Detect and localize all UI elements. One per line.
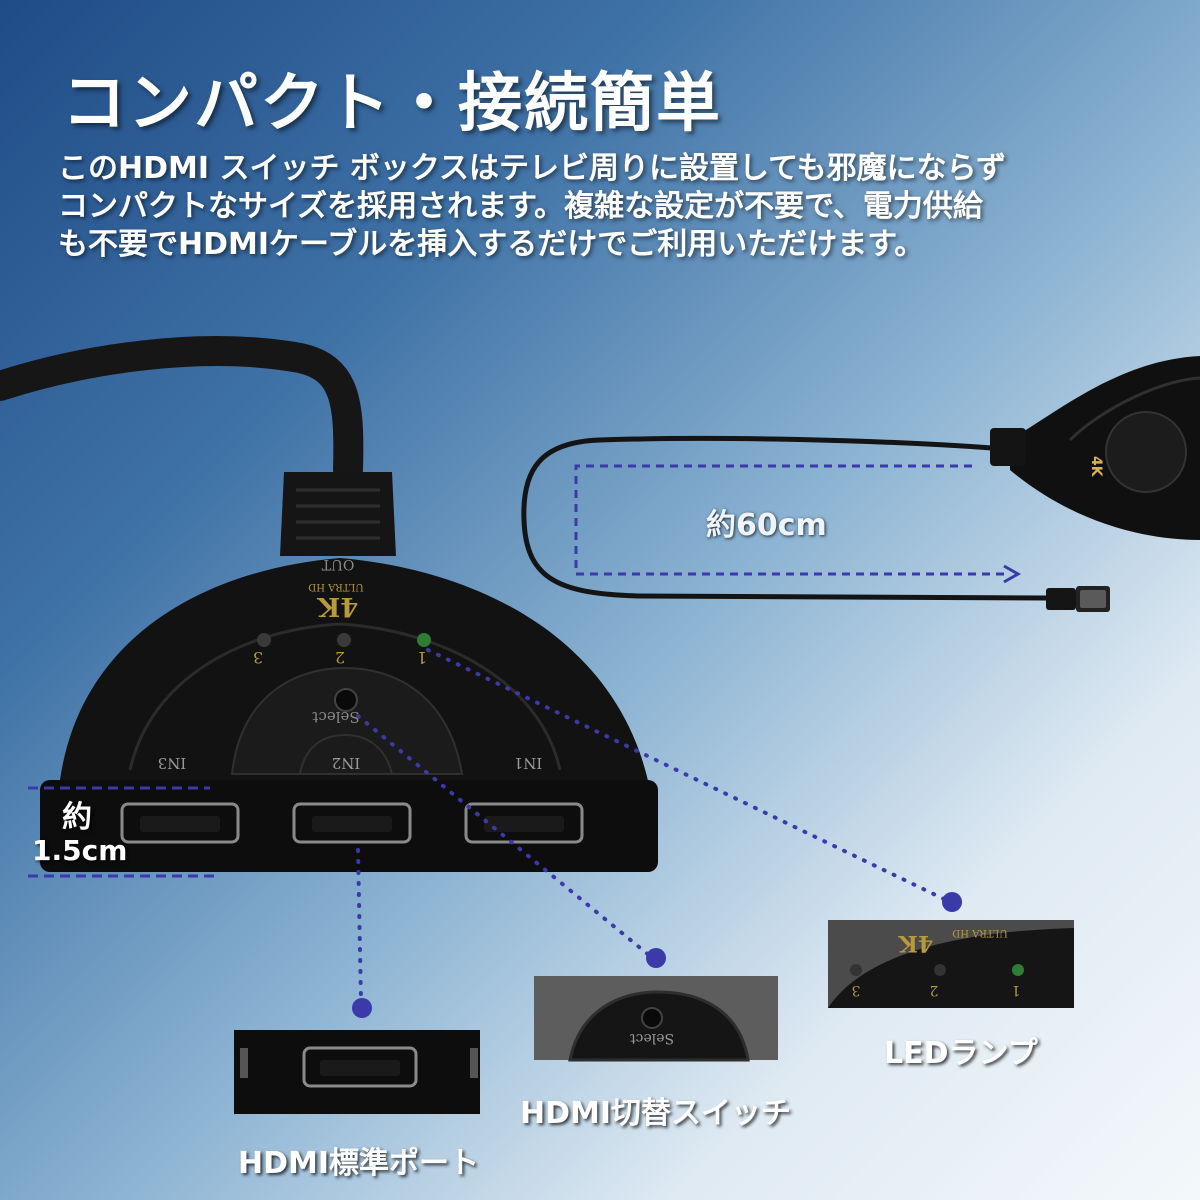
- led-label-1: 1: [417, 648, 427, 667]
- callout-image-port: [234, 1030, 480, 1114]
- callout-dot-switch: [646, 948, 666, 968]
- description-line: このHDMI スイッチ ボックスはテレビ周りに設置しても邪魔にならず: [58, 151, 1007, 186]
- cable-length-arrow: [574, 464, 1010, 576]
- height-marker: [28, 786, 214, 878]
- brand-4k-text: 4K: [316, 591, 358, 621]
- out-label: OUT: [321, 556, 354, 572]
- led-label-3: 3: [253, 648, 263, 667]
- main-cable: [0, 336, 364, 485]
- callout-label-led: LEDランプ: [884, 1036, 1038, 1071]
- description: このHDMI スイッチ ボックスはテレビ周りに設置しても邪魔にならず コンパクト…: [58, 150, 1138, 264]
- height-label-prefix: 約: [62, 800, 92, 835]
- led-label-2: 2: [335, 648, 345, 667]
- select-label: Select: [312, 708, 359, 726]
- callout-image-switch: Select: [534, 976, 778, 1062]
- callout-lines: [356, 648, 948, 1002]
- cable-length-label: 約60cm: [706, 508, 827, 543]
- input-label-2: IN2: [332, 754, 361, 772]
- callout-dot-led: [942, 892, 962, 912]
- callout-4k-text: 4K: [898, 930, 933, 956]
- height-label-value: 1.5cm: [32, 834, 128, 867]
- description-line: も不要でHDMIケーブルを挿入するだけでご利用いただけます。: [58, 227, 925, 262]
- callout-led-3: 3: [852, 982, 861, 998]
- callout-dot-port: [352, 998, 372, 1018]
- callout-label-port: HDMI標準ポート: [238, 1146, 480, 1181]
- main-device: [40, 472, 658, 872]
- callout-led-1: 1: [1012, 982, 1021, 998]
- hdmi-plug-icon: [1046, 586, 1110, 612]
- thumbnail-4k-text: 4K: [1088, 456, 1104, 478]
- callout-image-led: 4K ULTRA HD 1 2 3: [828, 920, 1074, 1008]
- input-label-3: IN3: [158, 754, 187, 772]
- device-thumbnail: 4K: [990, 356, 1200, 540]
- thumbnail-cable: [521, 435, 1047, 601]
- callout-label-switch: HDMI切替スイッチ: [520, 1096, 792, 1131]
- brand-uhd-text: ULTRA HD: [308, 581, 364, 592]
- input-label-1: IN1: [514, 754, 543, 772]
- cable-length-arrowhead: [1003, 564, 1022, 584]
- page-title: コンパクト・接続簡単: [62, 67, 722, 141]
- callout-uhd-text: ULTRA HD: [952, 927, 1008, 938]
- callout-led-2: 2: [930, 982, 939, 998]
- description-line: コンパクトなサイズを採用されます。複雑な設定が不要で、電力供給: [58, 189, 983, 224]
- callout-select-label: Select: [630, 1030, 674, 1046]
